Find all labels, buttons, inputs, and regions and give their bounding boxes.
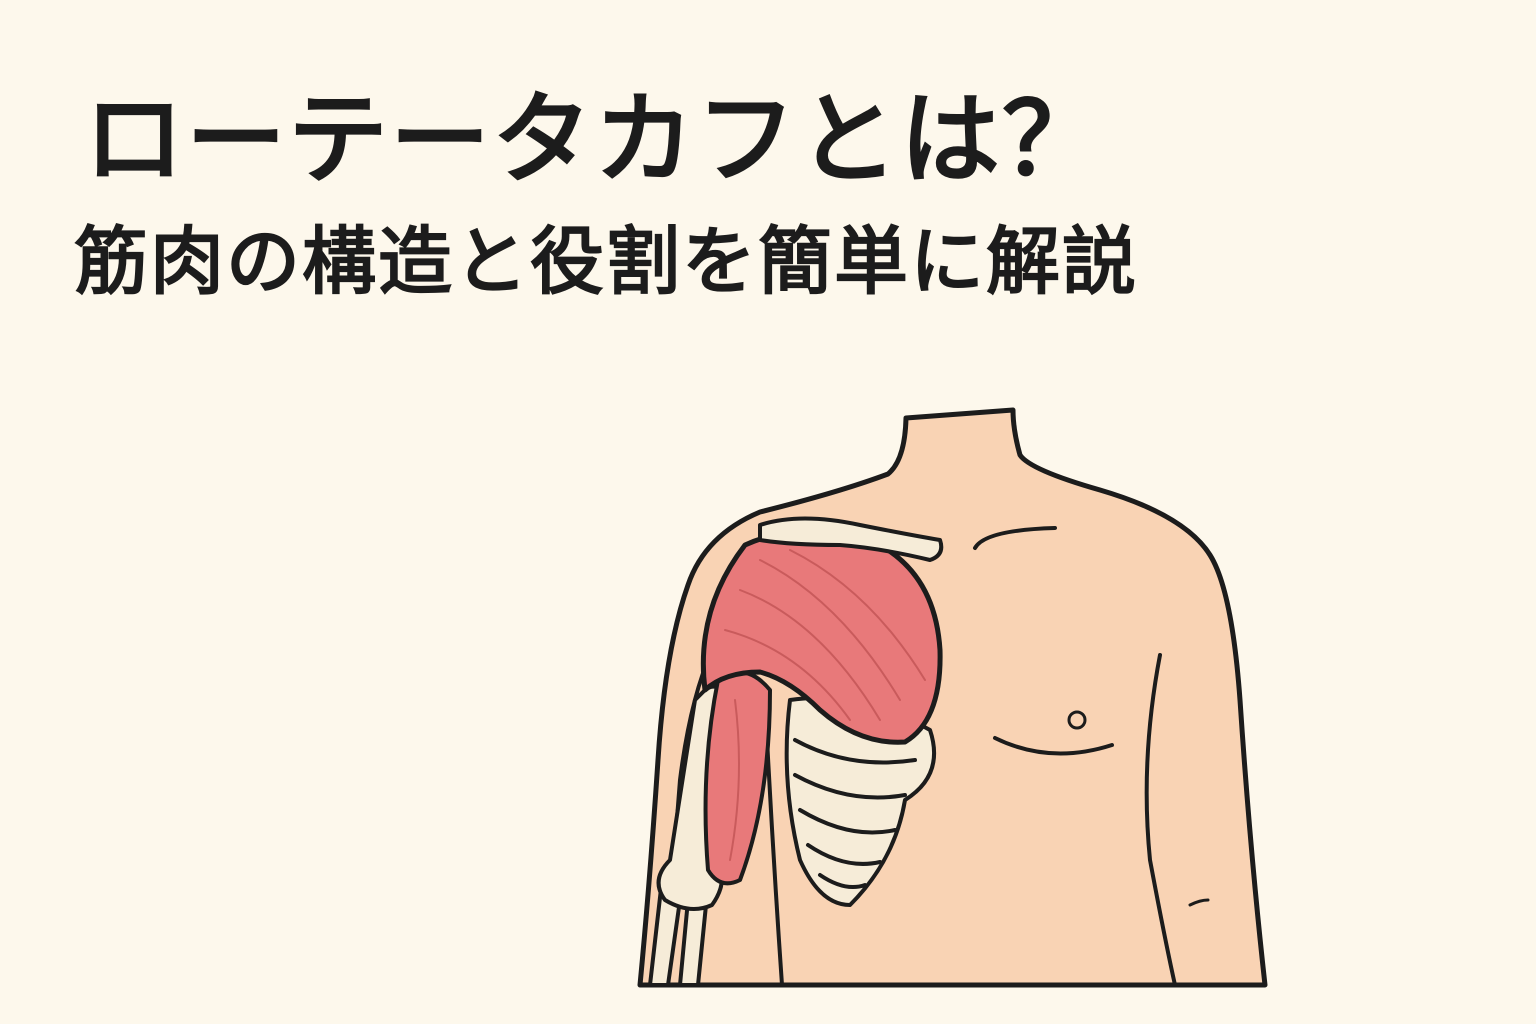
muscle-fibers <box>724 549 926 861</box>
collarbone-line <box>973 526 1057 550</box>
page-subtitle: 筋肉の構造と役割を簡単に解説 <box>74 219 1138 305</box>
pectoral-line <box>993 736 1114 756</box>
nipple <box>1067 710 1087 730</box>
elbow-crease <box>1188 898 1210 907</box>
page-title: ローテータカフとは？ <box>84 81 1104 198</box>
right-arm-line <box>1144 653 1177 987</box>
clavicle-bone <box>758 516 944 562</box>
ribs <box>793 738 917 889</box>
biceps-muscle <box>703 670 772 886</box>
